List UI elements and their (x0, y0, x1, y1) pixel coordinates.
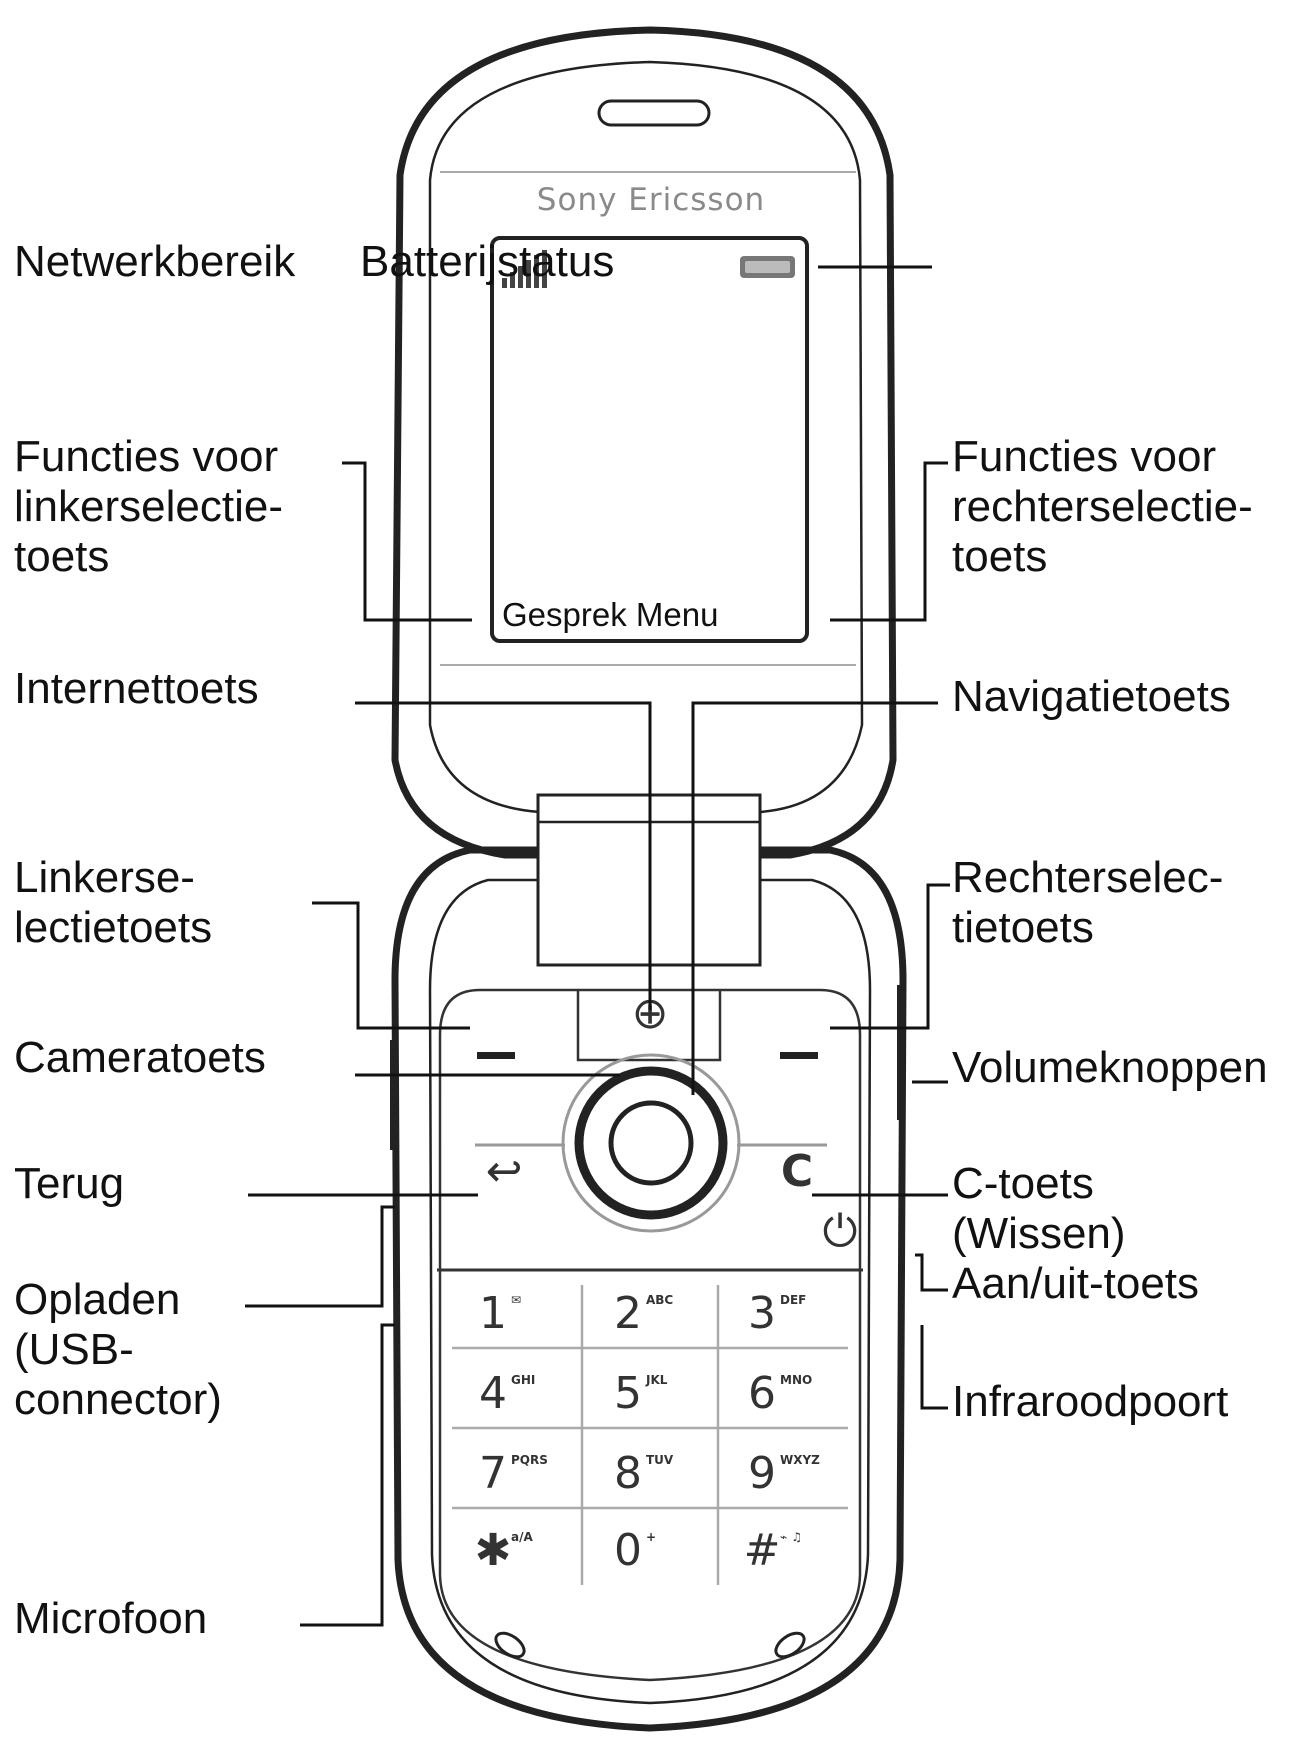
labels: Netwerkbereik Batterijstatus Functies vo… (14, 237, 1268, 1643)
keypad-key-letters: ✉ (511, 1293, 521, 1307)
battery-icon (740, 256, 795, 278)
keypad-key-letters: JKL (645, 1373, 668, 1387)
label-battery: Batterijstatus (360, 237, 614, 286)
label-left-functions: Functies voor linkerselectie- toets (14, 432, 295, 581)
keypad-key-letters: TUV (646, 1453, 674, 1467)
label-infrared: Infraroodpoort (952, 1377, 1228, 1426)
screen-softkey-labels: Gesprek Menu (502, 596, 718, 633)
navigation-key[interactable] (574, 1066, 728, 1220)
label-charge: Opladen (USB- connector) (14, 1275, 222, 1424)
keypad-key-digit[interactable]: 0 (614, 1525, 642, 1576)
label-right-select: Rechterselec- tietoets (952, 853, 1236, 952)
label-c-key: C-toets (Wissen) (952, 1159, 1126, 1258)
keypad-key-digit[interactable]: 7 (479, 1448, 507, 1499)
keypad-key-digit[interactable]: 1 (479, 1288, 507, 1339)
keypad-key-letters: a/A (511, 1530, 533, 1544)
screen (490, 236, 809, 643)
phone-flip: Sony Ericsson Gesprek Menu (391, 26, 897, 859)
label-navigation: Navigatietoets (952, 672, 1231, 721)
power-key[interactable]: ⏻ (823, 1206, 858, 1257)
navigation-ring-outer (561, 1053, 741, 1233)
microphone-hole (494, 1631, 526, 1659)
earpiece (597, 99, 711, 127)
keypad-key-digit[interactable]: 2 (614, 1288, 642, 1339)
volume-buttons[interactable] (897, 985, 905, 1120)
keypad-key-digit[interactable]: 4 (479, 1368, 507, 1419)
keypad-key-digit[interactable]: 3 (748, 1288, 776, 1339)
speaker-hole (774, 1631, 806, 1659)
keypad-key-letters: + (646, 1530, 656, 1544)
keypad-key-letters: PQRS (511, 1453, 548, 1467)
back-key[interactable]: ↩ (486, 1146, 523, 1197)
c-key[interactable]: C (781, 1146, 813, 1197)
keypad-key-letters: ABC (646, 1293, 673, 1307)
keypad-key-letters: WXYZ (780, 1453, 820, 1467)
usb-connector (390, 1040, 398, 1150)
keypad-key-digit[interactable]: ✱ (475, 1525, 512, 1576)
label-right-functions: Functies voor rechterselectie- toets (952, 432, 1265, 581)
keypad-key-letters: MNO (780, 1373, 812, 1387)
keypad-grid-lines (452, 1285, 848, 1585)
key-panel (438, 988, 862, 1682)
keypad-key-letters: GHI (511, 1373, 535, 1387)
keypad-key-digit[interactable]: 6 (748, 1368, 776, 1419)
keypad-key-digit[interactable]: 8 (614, 1448, 642, 1499)
signal-icon (502, 250, 547, 288)
keypad-key-digit[interactable]: 5 (614, 1368, 642, 1419)
select-center-key[interactable] (608, 1100, 694, 1186)
label-internet: Internettoets (14, 664, 259, 713)
keypad-key-digit[interactable]: # (744, 1525, 781, 1576)
label-volume: Volumeknoppen (952, 1043, 1268, 1092)
keypad-key-digit[interactable]: 9 (748, 1448, 776, 1499)
left-select-key[interactable] (477, 1052, 515, 1059)
keypad-key-letters: DEF (780, 1293, 806, 1307)
label-power: Aan/uit-toets (952, 1259, 1199, 1308)
right-select-key[interactable] (780, 1052, 818, 1059)
label-microphone: Microfoon (14, 1594, 207, 1643)
brand-logo: Sony Ericsson (537, 182, 765, 218)
keypad-key-letters: ⌁ ♫ (780, 1530, 802, 1544)
label-camera: Cameratoets (14, 1033, 266, 1082)
label-network: Netwerkbereik (14, 237, 296, 286)
label-left-select: Linkerse- lectietoets (14, 853, 212, 952)
label-back: Terug (14, 1159, 124, 1208)
leader-lines (245, 265, 950, 1627)
